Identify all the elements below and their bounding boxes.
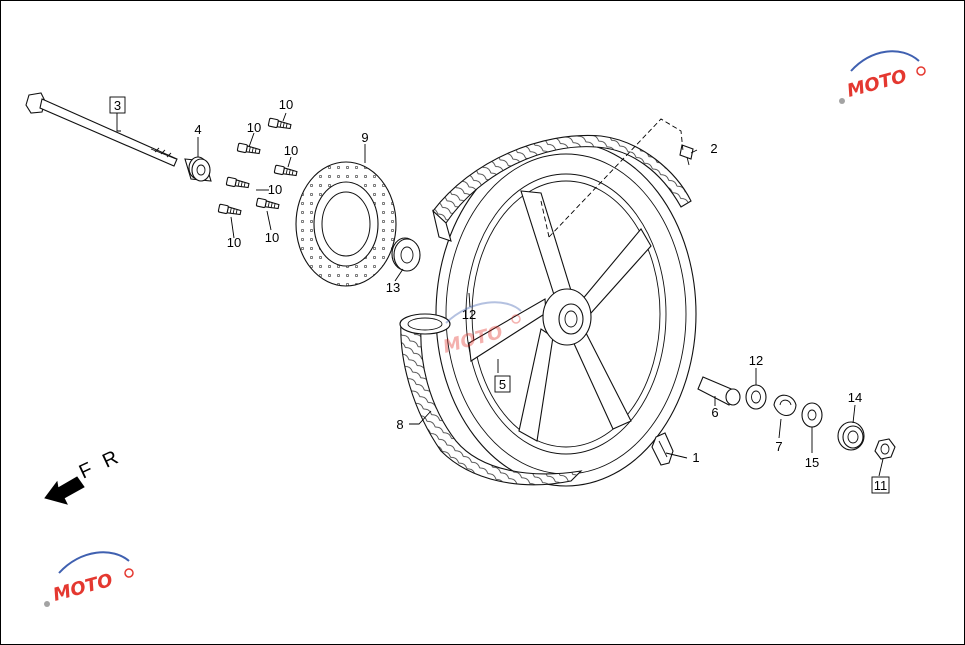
distance-collar [697, 376, 741, 406]
brake-disc [295, 161, 397, 287]
leader-lines [116, 112, 884, 477]
callout-8: 8 [396, 417, 403, 432]
callout-box-3 [109, 96, 126, 114]
clip [651, 432, 674, 466]
tire-valve [679, 144, 694, 166]
callout-9: 9 [361, 130, 368, 145]
callout-2: 2 [710, 141, 717, 156]
callout-6: 6 [711, 405, 718, 420]
arrow-icon [44, 476, 85, 505]
callout-15: 15 [805, 455, 819, 470]
speedometer-gear [773, 394, 797, 417]
tire [399, 134, 692, 486]
bearing-right [745, 384, 767, 410]
callout-5: 5 [499, 377, 506, 392]
callout-box-11 [871, 476, 890, 494]
axle-shaft [25, 92, 178, 167]
watermark-logo-bottom: MOTO [44, 551, 134, 607]
callout-10f: 10 [227, 235, 241, 250]
oil-seal [391, 237, 421, 272]
callout-14: 14 [848, 390, 862, 405]
callout-10d: 10 [268, 182, 282, 197]
wheel-rim [435, 141, 697, 487]
callout-10e: 10 [265, 230, 279, 245]
watermark-logo-top: MOTO [839, 50, 926, 104]
direction-label: F R [76, 445, 125, 484]
side-collar [837, 421, 865, 451]
callout-4: 4 [194, 122, 201, 137]
callouts: 3 4 9 10 10 10 10 10 10 13 12 5 8 2 1 6 … [109, 96, 890, 494]
callout-10b: 10 [247, 120, 261, 135]
callout-12b: 12 [749, 353, 763, 368]
callout-10a: 10 [279, 97, 293, 112]
callout-12a: 12 [462, 307, 476, 322]
callout-11: 11 [874, 478, 888, 493]
washer [801, 402, 823, 428]
svg-text:MOTO: MOTO [845, 66, 909, 102]
callout-10c: 10 [284, 143, 298, 158]
callout-3: 3 [114, 98, 121, 113]
valve-dash-line [540, 118, 684, 238]
callout-1: 1 [692, 450, 699, 465]
callout-7: 7 [775, 439, 782, 454]
front-direction-indicator: F R [44, 445, 125, 505]
callout-box-5 [494, 375, 511, 393]
svg-text:MOTO: MOTO [51, 570, 115, 606]
axle-nut [874, 438, 896, 460]
axle-sleeve [184, 156, 212, 182]
callout-13: 13 [386, 280, 400, 295]
